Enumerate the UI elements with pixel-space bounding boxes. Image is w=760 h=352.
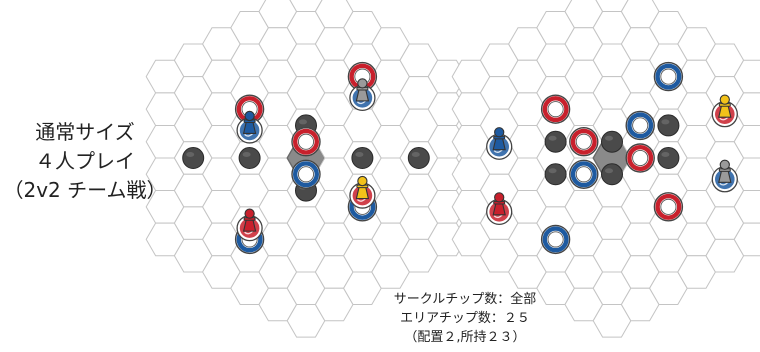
chip-info-caption: サークルチップ数：全部 エリアチップ数：２５ （配置２,所持２３）: [350, 290, 580, 347]
area-chip: [545, 131, 566, 152]
area-chip: [658, 148, 679, 169]
blue-circle-chip: [654, 63, 682, 91]
blue-circle-chip: [570, 160, 598, 188]
area-chip: [602, 164, 623, 185]
circle-chip-count: サークルチップ数：全部: [350, 290, 580, 309]
red-circle-chip: [654, 193, 682, 221]
area-chip: [352, 148, 373, 169]
area-chip: [239, 148, 260, 169]
area-chip: [545, 164, 566, 185]
red-circle-chip: [626, 144, 654, 172]
area-chip-count: エリアチップ数：２５: [350, 309, 580, 328]
area-chip: [408, 148, 429, 169]
area-chip: [602, 131, 623, 152]
left-board: [146, 0, 466, 337]
blue-circle-chip: [542, 225, 570, 253]
blue-circle-chip: [292, 160, 320, 188]
area-chip: [183, 148, 204, 169]
red-circle-chip: [542, 95, 570, 123]
right-board: [452, 0, 760, 337]
blue-circle-chip: [626, 111, 654, 139]
area-chip-breakdown: （配置２,所持２３）: [350, 328, 580, 347]
red-circle-chip: [570, 128, 598, 156]
area-chip: [658, 115, 679, 136]
red-circle-chip: [292, 128, 320, 156]
